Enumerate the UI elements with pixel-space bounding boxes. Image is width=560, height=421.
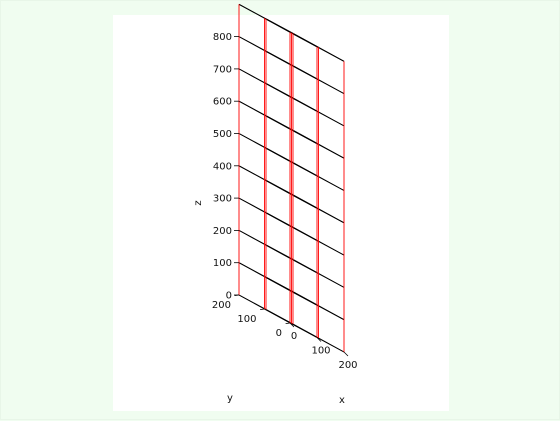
z-tick-label: 700 (213, 64, 232, 75)
y-tick-mark (234, 294, 240, 296)
x-tick-label: 100 (311, 346, 330, 357)
z-tick-label: 600 (213, 97, 232, 108)
x-tick-label: 200 (338, 360, 357, 371)
z-tick-label: 400 (213, 161, 232, 172)
y-axis-label: y (227, 393, 233, 404)
z-tick-label: 200 (213, 226, 232, 237)
z-tick-label: 300 (213, 194, 232, 205)
x-tick-mark (343, 351, 349, 357)
x-axis-label: x (339, 395, 345, 406)
y-tick-label: 100 (237, 314, 256, 325)
axes-background (113, 15, 449, 411)
z-tick-label: 800 (213, 32, 232, 43)
z-tick-label: 100 (213, 258, 232, 269)
z-tick-label: 500 (213, 129, 232, 140)
x-tick-label: 0 (291, 331, 297, 342)
y-tick-mark (260, 308, 265, 310)
z-tick-label: 0 (226, 291, 232, 302)
y-tick-label: 0 (276, 328, 282, 339)
z-axis-label: z (193, 200, 204, 205)
x-tick-mark (289, 322, 295, 328)
y-tick-label: 200 (212, 300, 231, 311)
y-tick-mark (285, 322, 291, 324)
x-tick-mark (316, 337, 322, 342)
